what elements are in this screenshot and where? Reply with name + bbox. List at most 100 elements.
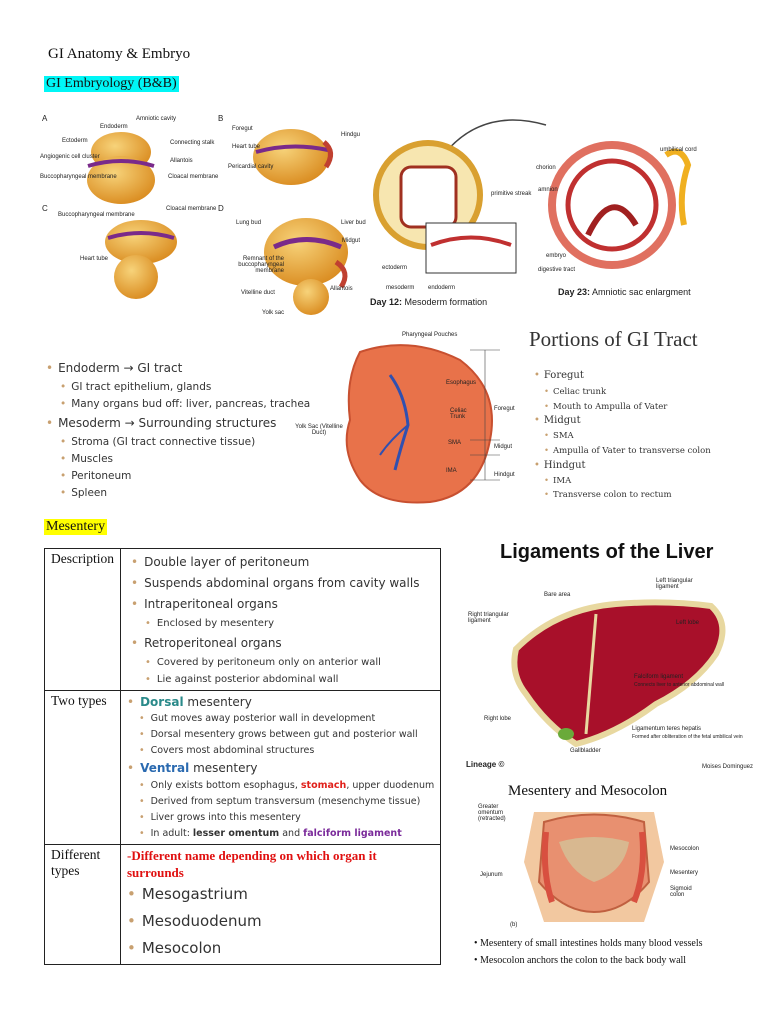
label-mesoderm-day12: mesoderm — [386, 285, 415, 291]
row-label-different-types: Different types — [44, 844, 121, 965]
dorsal-item-1: •Gut moves away posterior wall in develo… — [139, 713, 376, 724]
label-ligamentum-teres: Ligamentum teres hepatis — [632, 726, 702, 732]
label-esophagus: Esophagus — [446, 380, 477, 386]
dorsal-item-2: •Dorsal mesentery grows between gut and … — [139, 729, 418, 740]
table-row: Two types •Dorsal mesentery •Gut moves a… — [44, 690, 442, 845]
type-mesoduodenum: •Mesoduodenum — [127, 912, 262, 930]
label-ectoderm: Ectoderm — [62, 138, 88, 144]
panel-letter-d: D — [218, 204, 224, 213]
liver-illustration — [511, 599, 726, 748]
label-embryo: embryo — [546, 253, 567, 259]
mesoderm-item-1: •Stroma (GI tract connective tissue) — [60, 436, 256, 448]
label-cloacal-membrane-a: Cloacal membrane — [168, 174, 219, 180]
label-liver-bud: Liver bud — [341, 220, 366, 226]
label-gallbladder: Gallbladder — [570, 748, 601, 754]
liver-ligaments-title: Ligaments of the Liver — [500, 541, 714, 563]
portions-title: Portions of GI Tract — [529, 327, 698, 351]
label-midgut-bracket: Midgut — [494, 444, 513, 450]
mesentery-table: Description •Double layer of peritoneum … — [44, 548, 442, 965]
type-mesogastrium: •Mesogastrium — [127, 885, 248, 903]
label-chorion: chorion — [536, 165, 556, 171]
panel-letter-c: C — [42, 204, 48, 213]
label-hindgut: Hindgu — [341, 132, 361, 138]
foregut-bullet: •Foregut — [534, 370, 584, 381]
ventral-item-4: •In adult: lesser omentum and falciform … — [139, 828, 402, 839]
label-remnant-bucco: Remnant of the buccopharyngeal membrane — [238, 256, 284, 274]
hindgut-bullet: •Hindgut — [534, 460, 586, 471]
label-panel-b: (b) — [510, 922, 518, 928]
midgut-item-1: •SMA — [544, 431, 574, 441]
label-celiac-trunk: Celiac Trunk — [450, 408, 467, 420]
foregut-item-2: •Mouth to Ampulla of Vater — [544, 402, 668, 412]
mesoderm-item-4: •Spleen — [60, 487, 108, 499]
label-yolk-sac-vitelline: Yolk Sac (Vitelline Duct) — [295, 424, 343, 436]
liver-credit-right: Moises Dominguez — [702, 764, 754, 770]
midgut-item-2: •Ampulla of Vater to transverse colon — [544, 446, 711, 456]
mesoderm-item-3: •Peritoneum — [60, 470, 132, 482]
hindgut-item-1: •IMA — [544, 476, 572, 486]
type-mesocolon: •Mesocolon — [127, 939, 222, 957]
label-lung-bud: Lung bud — [236, 220, 262, 226]
label-left-lobe: Left lobe — [676, 620, 700, 626]
label-left-triangular: Left triangular ligament — [656, 578, 693, 590]
label-pericardial-cavity: Pericardial cavity — [228, 164, 274, 170]
mesoderm-item-2: •Muscles — [60, 453, 114, 465]
different-types-note: -Different name depending on which organ… — [127, 848, 377, 880]
foregut-item-1: •Celiac trunk — [544, 387, 607, 397]
label-heart-tube-c: Heart tube — [80, 256, 109, 262]
embryo-folding-illustration — [87, 129, 348, 315]
dorsal-heading: •Dorsal mesentery — [127, 695, 252, 709]
description-cell: •Double layer of peritoneum •Suspends ab… — [119, 548, 442, 691]
ventral-heading: •Ventral mesentery — [127, 761, 258, 775]
mesoderm-bullet: •Mesoderm → Surrounding structures — [46, 416, 277, 430]
label-ectoderm-day12: ectoderm — [382, 265, 408, 271]
label-mesocolon: Mesocolon — [670, 846, 700, 852]
row-label-description: Description — [44, 548, 121, 691]
label-hindgut-bracket: Hindgut — [494, 472, 515, 478]
label-yolk-sac: Yolk sac — [262, 310, 285, 316]
desc-intra-sub: •Enclosed by mesentery — [145, 618, 274, 629]
label-ligamentum-teres-desc: Formed after obliteration of the fetal u… — [632, 734, 743, 740]
row-label-two-types: Two types — [44, 690, 121, 845]
label-falciform-desc: Connects liver to anterior abdominal wal… — [634, 682, 725, 688]
desc-item-3: •Intraperitoneal organs — [131, 597, 278, 611]
ventral-item-2: •Derived from septum transversum (mesenc… — [139, 796, 421, 807]
panel-letter-a: A — [42, 114, 48, 123]
label-midgut: Midgut — [342, 238, 361, 244]
label-bucco-membrane-c: Buccopharyngeal membrane — [58, 212, 135, 218]
different-types-cell: -Different name depending on which organ… — [119, 844, 442, 965]
label-vitelline-duct: Vitelline duct — [241, 290, 275, 296]
dorsal-item-3: •Covers most abdominal structures — [139, 745, 315, 756]
label-jejunum: Jejunum — [480, 872, 503, 878]
caption-day23: Day 23: Amniotic sac enlargment — [558, 287, 691, 297]
label-pharyngeal-pouches: Pharyngeal Pouches — [402, 332, 458, 338]
desc-retro-sub-2: •Lie against posterior abdominal wall — [145, 674, 339, 685]
mesentery-heading: Mesentery — [44, 519, 108, 535]
panel-letter-b: B — [218, 114, 224, 123]
two-types-cell: •Dorsal mesentery •Gut moves away poster… — [119, 690, 442, 845]
label-allantois-a: Allantois — [170, 158, 193, 164]
label-amnion: amnion — [538, 187, 558, 193]
label-sigmoid-colon: Sigmoid colon — [670, 886, 692, 898]
document-title: GI Anatomy & Embryo — [48, 46, 191, 62]
endoderm-item-1: •GI tract epithelium, glands — [60, 381, 212, 393]
label-digestive-tract: digestive tract — [538, 267, 576, 273]
mesocolon-note-2: • Mesocolon anchors the colon to the bac… — [474, 955, 687, 966]
desc-retro-sub-1: •Covered by peritoneum only on anterior … — [145, 657, 381, 668]
label-endoderm: Endoderm — [100, 124, 128, 130]
midgut-bullet: •Midgut — [534, 415, 581, 426]
desc-item-2: •Suspends abdominal organs from cavity w… — [131, 576, 420, 590]
label-amniotic-cavity: Amniotic cavity — [136, 116, 177, 122]
desc-item-1: •Double layer of peritoneum — [131, 555, 310, 569]
label-heart-tube-b: Heart tube — [232, 144, 261, 150]
endoderm-item-2: •Many organs bud off: liver, pancreas, t… — [60, 398, 311, 410]
label-mesentery: Mesentery — [670, 870, 699, 876]
label-angiogenic-cluster: Angiogenic cell cluster — [40, 154, 100, 160]
label-bare-area: Bare area — [544, 592, 571, 598]
embryology-heading: GI Embryology (B&B) — [44, 76, 179, 92]
label-sma: SMA — [448, 440, 462, 446]
gi-tract-illustration — [345, 344, 500, 504]
label-foregut-bracket: Foregut — [494, 406, 515, 412]
embryo-folding-figure: A B C D Endoderm Amniotic cavity Ectoder… — [36, 112, 366, 322]
ventral-item-3: •Liver grows into this mesentery — [139, 812, 301, 823]
